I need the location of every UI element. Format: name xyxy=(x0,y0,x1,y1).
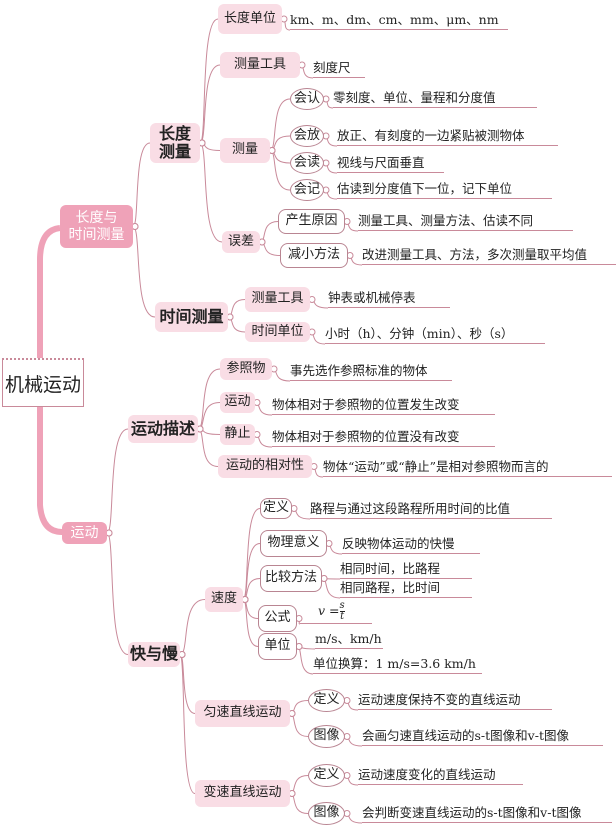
numerator: s xyxy=(339,600,345,612)
node-uniform-motion[interactable]: 匀速直线运动 xyxy=(195,700,290,727)
leaf-text: km、m、dm、cm、mm、μm、nm xyxy=(290,9,508,30)
branch-label: 时间测量 xyxy=(68,226,125,243)
node-fast-slow[interactable]: 快与慢 xyxy=(128,642,180,667)
connector-line xyxy=(289,713,309,737)
connector-line xyxy=(179,599,206,655)
node-record[interactable]: 会记 xyxy=(290,179,324,201)
node-time-tool[interactable]: 测量工具 xyxy=(245,287,310,312)
connector-line xyxy=(106,428,129,534)
node-uniform-graph[interactable]: 图像 xyxy=(308,725,345,748)
node-place[interactable]: 会放 xyxy=(290,125,324,147)
leaf-text: 运动速度保持不变的直线运动 xyxy=(358,689,552,710)
leaf-text: 路程与通过这段路程所用时间的比值 xyxy=(310,498,552,519)
leaf-text: 物体“运动”或“静止”是相对参照物而言的 xyxy=(323,456,612,477)
node-formula[interactable]: 公式 xyxy=(258,605,297,632)
node-motion-description[interactable]: 运动描述 xyxy=(128,415,198,443)
connector-line xyxy=(199,18,219,144)
connector-line xyxy=(242,543,261,600)
leaf-text: 刻度尺 xyxy=(313,57,365,78)
connector-line xyxy=(132,142,151,227)
branch-label: 长度与 xyxy=(75,210,118,227)
node-static[interactable]: 静止 xyxy=(220,424,255,445)
branch-motion[interactable]: 运动 xyxy=(62,522,107,544)
node-unit[interactable]: 单位 xyxy=(258,633,297,660)
leaf-text: 放正、有刻度的一边紧贴被测物体 xyxy=(337,125,558,146)
main-trunk xyxy=(37,225,63,535)
branch-length-time[interactable]: 长度与时间测量 xyxy=(60,205,133,248)
leaf-text: 会判断变速直线运动的s-t图像和v-t图像 xyxy=(362,802,612,823)
node-error-cause[interactable]: 产生原因 xyxy=(278,209,345,234)
node-time-unit[interactable]: 时间单位 xyxy=(245,322,310,342)
node-recognize[interactable]: 会认 xyxy=(290,88,324,110)
node-compare-method[interactable]: 比较方法 xyxy=(260,565,322,592)
leaf-text: 相同路程，比时间 xyxy=(340,577,472,598)
node-length-measure[interactable]: 长度测量 xyxy=(150,123,200,163)
root-node[interactable]: 机械运动 xyxy=(2,358,84,407)
node-reference[interactable]: 参照物 xyxy=(220,358,272,380)
leaf-text: 运动速度变化的直线运动 xyxy=(358,764,523,785)
leaf-text: 反映物体运动的快慢 xyxy=(342,533,480,554)
connector-line xyxy=(106,532,129,655)
node-label: 测量 xyxy=(158,142,191,161)
connector-line xyxy=(199,64,221,144)
node-error-reduce[interactable]: 减小方法 xyxy=(280,243,348,268)
node-error[interactable]: 误差 xyxy=(222,231,260,253)
node-read[interactable]: 会读 xyxy=(290,152,324,174)
node-moving[interactable]: 运动 xyxy=(220,392,255,413)
connector-line xyxy=(242,508,261,600)
leaf-text: m/s、km/h xyxy=(315,628,383,649)
leaf-text: 单位换算：1 m/s=3.6 km/h xyxy=(313,653,482,674)
connector-line xyxy=(269,98,291,151)
node-time-measure[interactable]: 时间测量 xyxy=(155,302,228,332)
leaf-text: 视线与尺面垂直 xyxy=(337,152,444,173)
node-relativity[interactable]: 运动的相对性 xyxy=(218,455,312,478)
leaf-text: 事先选作参照标准的物体 xyxy=(290,360,452,381)
node-label: 长度 xyxy=(158,123,191,143)
leaf-text: 钟表或机械停表 xyxy=(328,287,450,308)
leaf-text: 改进测量工具、方法，多次测量取平均值 xyxy=(362,244,616,265)
leaf-text: 小时（h）、分钟（min）、秒（s） xyxy=(325,323,545,344)
node-speed-definition[interactable]: 定义 xyxy=(260,498,292,519)
node-length-unit[interactable]: 长度单位 xyxy=(218,4,282,34)
connector-line xyxy=(132,226,156,318)
node-measure[interactable]: 测量 xyxy=(220,138,270,163)
leaf-text: 物体相对于参照物的位置没有改变 xyxy=(272,426,495,447)
node-variable-motion[interactable]: 变速直线运动 xyxy=(195,780,290,807)
leaf-text: 会画匀速直线运动的s-t图像和v-t图像 xyxy=(362,725,603,746)
leaf-text: 相同时间，比路程 xyxy=(340,558,472,579)
connector-line xyxy=(197,368,221,430)
node-physical-meaning[interactable]: 物理意义 xyxy=(260,530,327,557)
formula-lhs: v = xyxy=(318,603,340,618)
leaf-text: 测量工具、测量方法、估读不同 xyxy=(358,210,573,231)
denominator: t xyxy=(340,611,345,622)
leaf-text: 零刻度、单位、量程和分度值 xyxy=(333,87,537,108)
connector-line xyxy=(179,654,196,794)
leaf-text: 估读到分度值下一位，记下单位 xyxy=(337,178,552,199)
node-uniform-definition[interactable]: 定义 xyxy=(308,689,345,712)
leaf-text: 物体相对于参照物的位置发生改变 xyxy=(272,394,495,415)
node-variable-definition[interactable]: 定义 xyxy=(308,764,345,787)
node-speed[interactable]: 速度 xyxy=(205,587,243,612)
node-variable-graph[interactable]: 图像 xyxy=(308,802,345,825)
connector-line xyxy=(269,150,291,191)
connector-line xyxy=(199,142,223,243)
node-measure-tool[interactable]: 测量工具 xyxy=(220,52,300,78)
connector-line xyxy=(296,646,314,675)
connector-line xyxy=(242,599,259,647)
